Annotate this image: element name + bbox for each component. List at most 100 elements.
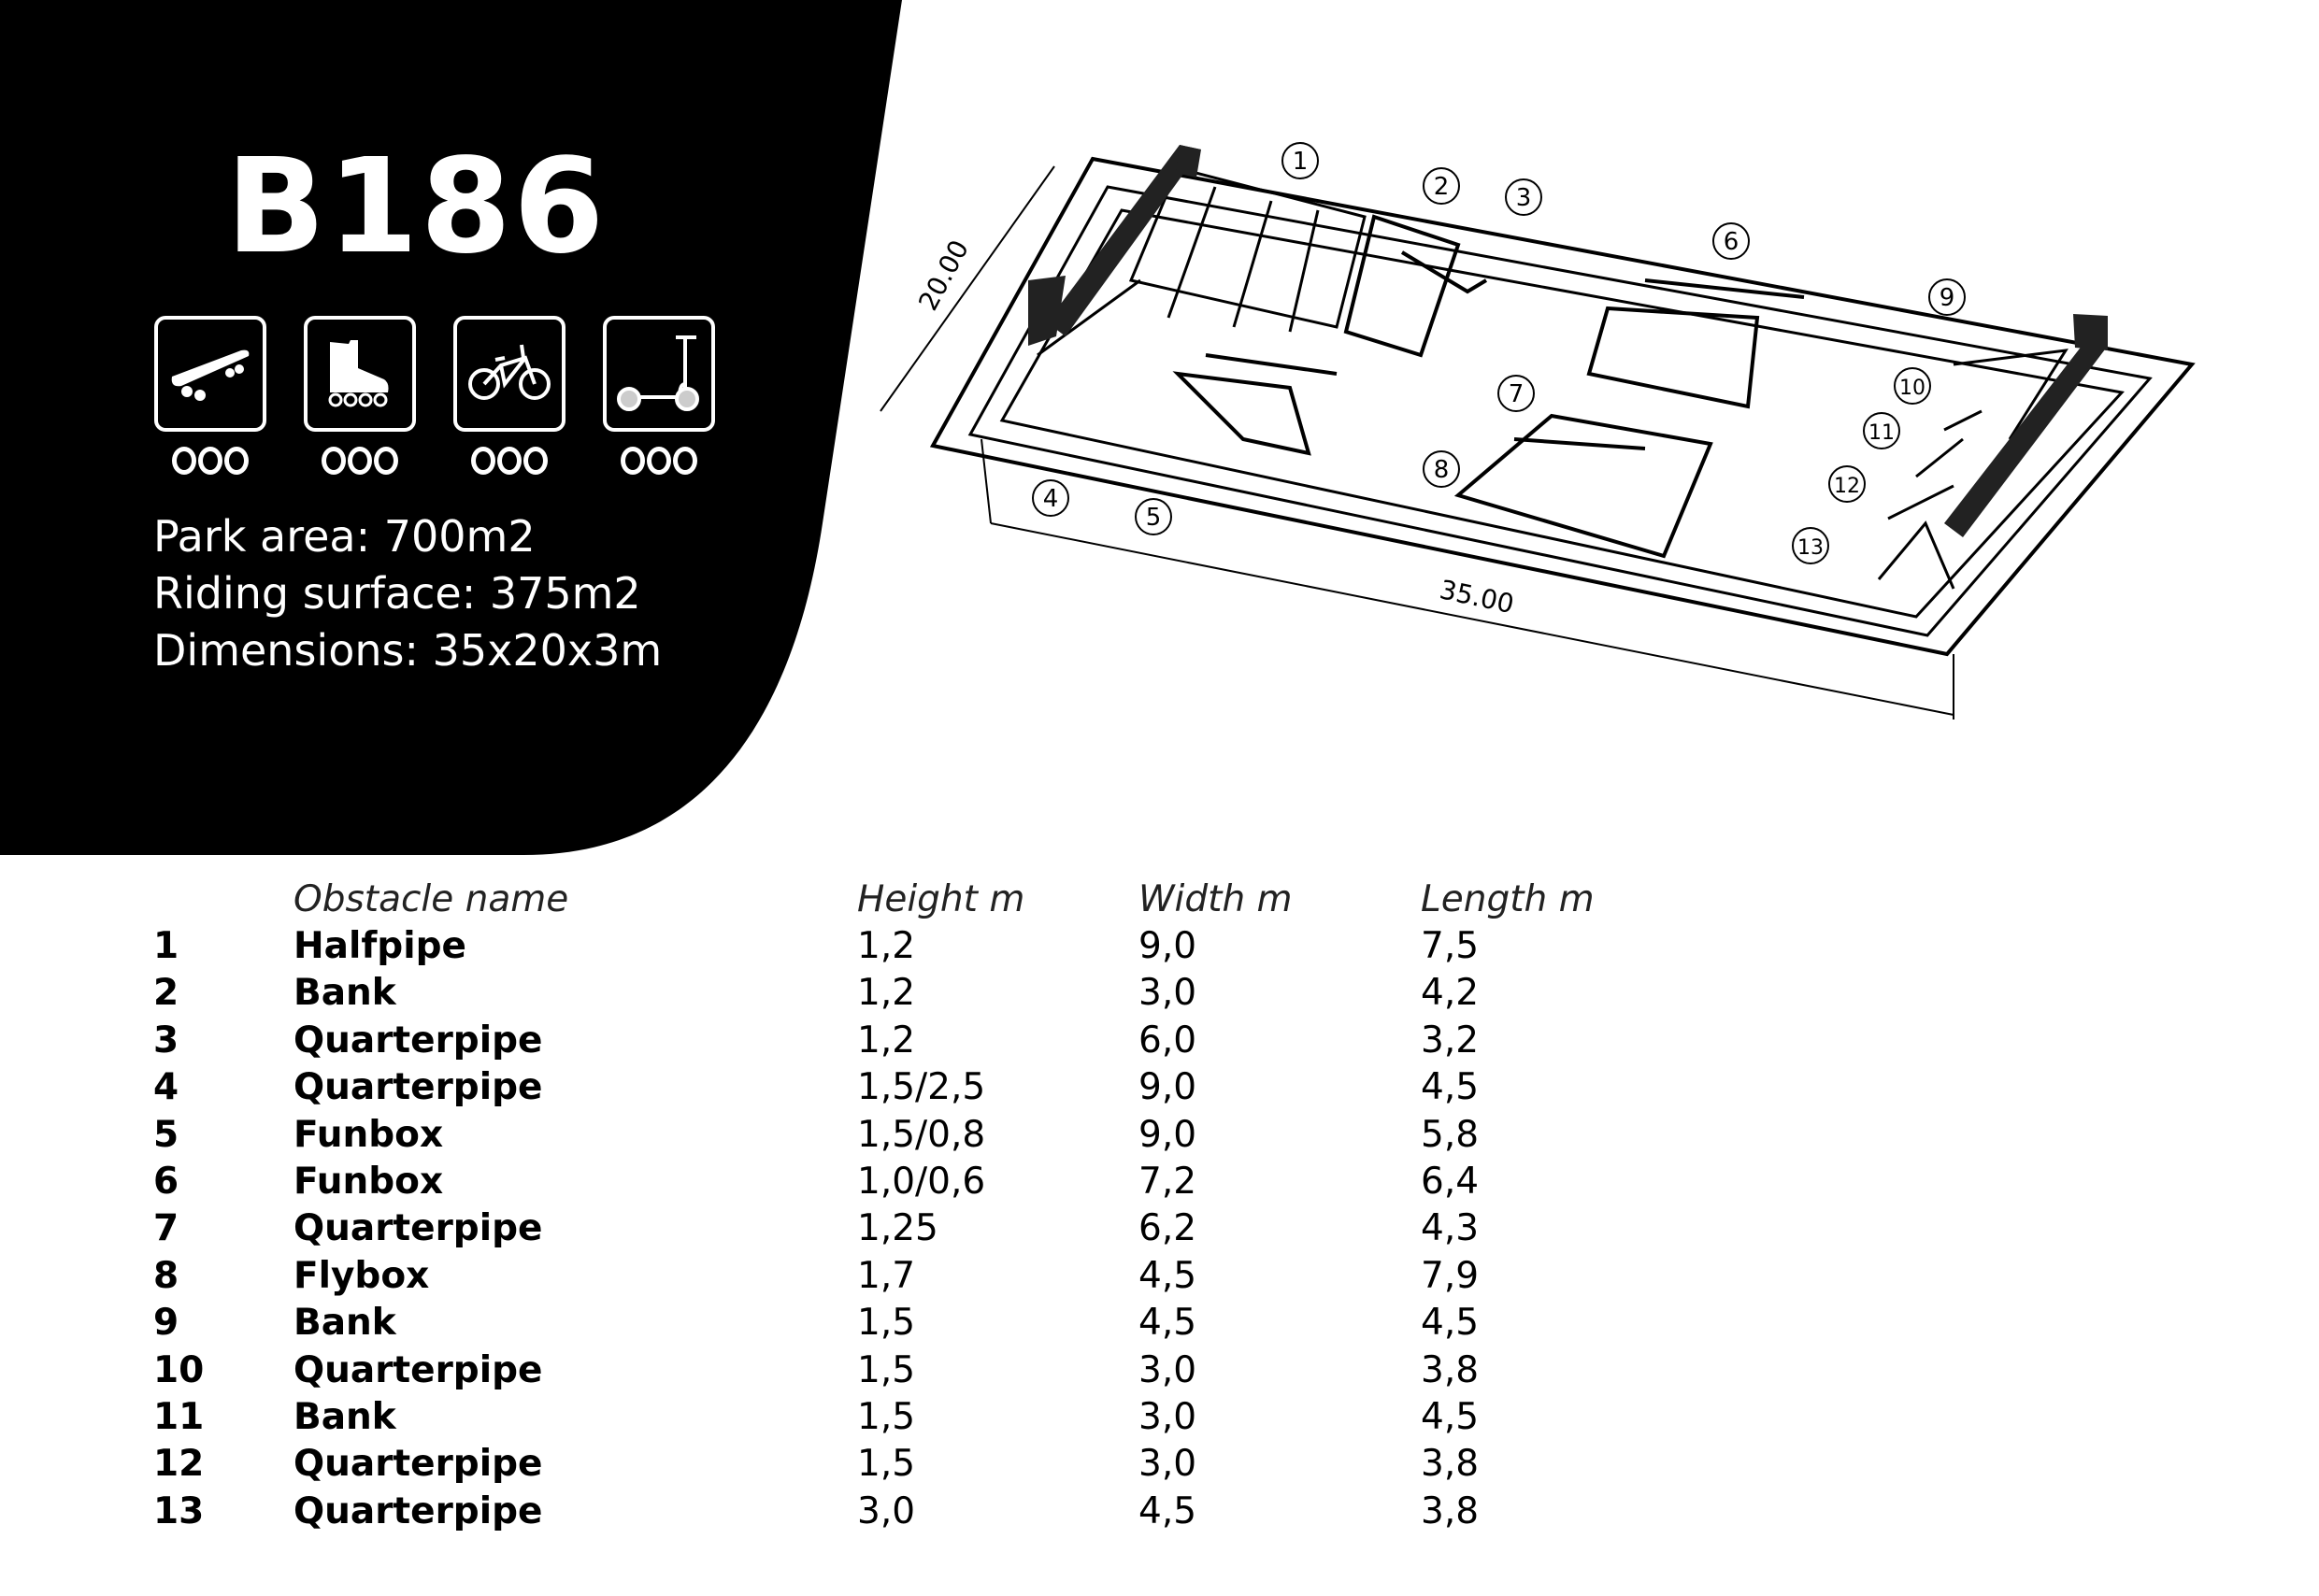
marker-label: 6 bbox=[1724, 228, 1739, 256]
obstacle-length: 4,3 bbox=[1421, 1207, 1480, 1250]
marker-label: 5 bbox=[1146, 504, 1162, 532]
obstacle-name: Quarterpipe bbox=[293, 1489, 543, 1532]
park-inner-border bbox=[967, 185, 2153, 637]
obstacle-width: 3,0 bbox=[1138, 1348, 1197, 1391]
discipline-scooter bbox=[600, 316, 718, 475]
obstacle-height: 1,0/0,6 bbox=[857, 1161, 986, 1203]
obstacle-width: 9,0 bbox=[1138, 1113, 1197, 1156]
obstacle-length: 7,9 bbox=[1421, 1254, 1480, 1297]
obstacle-length: 3,2 bbox=[1421, 1019, 1480, 1062]
discipline-bmx bbox=[451, 316, 568, 475]
obstacle-height: 1,5 bbox=[857, 1348, 916, 1391]
obstacle-width: 7,2 bbox=[1138, 1161, 1197, 1203]
obstacle-width: 3,0 bbox=[1138, 1396, 1197, 1438]
obstacle-height: 1,25 bbox=[857, 1207, 938, 1250]
obstacle-height: 1,2 bbox=[857, 925, 916, 967]
marker-label: 7 bbox=[1509, 380, 1525, 408]
obstacle-width: 9,0 bbox=[1138, 1066, 1197, 1109]
obstacle-marker-13: 13 bbox=[1792, 527, 1829, 564]
marker-label: 12 bbox=[1834, 475, 1860, 498]
obstacle-length: 4,5 bbox=[1421, 1302, 1480, 1345]
length-dimension-label: 35.00 bbox=[1437, 574, 1516, 620]
obstacle-number: 13 bbox=[153, 1489, 205, 1532]
scooter-rating bbox=[621, 447, 697, 475]
obstacle-number: 9 bbox=[153, 1302, 179, 1345]
header-width: Width m bbox=[1138, 878, 1293, 920]
header-name: Obstacle name bbox=[293, 878, 569, 920]
obstacle-name: Quarterpipe bbox=[293, 1019, 543, 1062]
discipline-skateboard bbox=[151, 316, 269, 475]
marker-label: 4 bbox=[1043, 485, 1059, 513]
marker-label: 3 bbox=[1516, 184, 1532, 212]
scooter-icon bbox=[603, 316, 715, 432]
bmx-bike-icon bbox=[453, 316, 565, 432]
obstacle-marker-6: 6 bbox=[1712, 222, 1750, 260]
obstacle-number: 8 bbox=[153, 1254, 179, 1297]
obstacle-name: Flybox bbox=[293, 1254, 430, 1297]
obstacle-name: Bank bbox=[293, 1302, 396, 1345]
inline-skate-rating bbox=[322, 447, 398, 475]
obstacle-length: 4,5 bbox=[1421, 1066, 1480, 1109]
skateboard-icon bbox=[154, 316, 266, 432]
park-info: Park area: 700m2 Riding surface: 375m2 D… bbox=[153, 508, 662, 679]
obstacle-length: 3,8 bbox=[1421, 1489, 1480, 1532]
park-outer-border bbox=[929, 156, 2196, 657]
marker-label: 8 bbox=[1434, 456, 1450, 484]
obstacle-length: 6,4 bbox=[1421, 1161, 1480, 1203]
obstacle-number: 1 bbox=[153, 925, 179, 967]
marker-label: 2 bbox=[1434, 173, 1450, 201]
obstacle-width: 3,0 bbox=[1138, 1443, 1197, 1486]
discipline-icons bbox=[151, 316, 718, 475]
marker-label: 13 bbox=[1797, 536, 1824, 560]
obstacle-number: 12 bbox=[153, 1443, 205, 1486]
obstacle-width: 4,5 bbox=[1138, 1489, 1197, 1532]
obstacle-marker-10: 10 bbox=[1894, 367, 1931, 405]
obstacle-marker-3: 3 bbox=[1505, 178, 1542, 216]
obstacle-marker-12: 12 bbox=[1828, 465, 1866, 503]
bmx-rating bbox=[471, 447, 548, 475]
riding-surface: Riding surface: 375m2 bbox=[153, 568, 641, 619]
obstacle-height: 1,5 bbox=[857, 1302, 916, 1345]
obstacle-width: 6,0 bbox=[1138, 1019, 1197, 1062]
obstacle-name: Funbox bbox=[293, 1161, 444, 1203]
obstacle-marker-5: 5 bbox=[1135, 498, 1172, 535]
obstacle-height: 1,5 bbox=[857, 1396, 916, 1438]
obstacle-length: 4,5 bbox=[1421, 1396, 1480, 1438]
marker-label: 11 bbox=[1868, 421, 1895, 445]
obstacle-length: 7,5 bbox=[1421, 925, 1480, 967]
dimensions: Dimensions: 35x20x3m bbox=[153, 625, 663, 676]
obstacle-length: 5,8 bbox=[1421, 1113, 1480, 1156]
obstacle-height: 1,7 bbox=[857, 1254, 916, 1297]
dimension-lines bbox=[880, 165, 1954, 720]
obstacle-length: 4,2 bbox=[1421, 972, 1480, 1015]
obstacle-height: 1,5 bbox=[857, 1443, 916, 1486]
obstacle-name: Bank bbox=[293, 1396, 396, 1438]
skateboard-rating bbox=[172, 447, 249, 475]
obstacle-marker-8: 8 bbox=[1423, 450, 1460, 488]
obstacle-name: Funbox bbox=[293, 1113, 444, 1156]
header-height: Height m bbox=[857, 878, 1025, 920]
obstacle-number: 3 bbox=[153, 1019, 179, 1062]
obstacle-number: 11 bbox=[153, 1396, 205, 1438]
obstacle-height: 1,5/2,5 bbox=[857, 1066, 986, 1109]
obstacle-height: 3,0 bbox=[857, 1489, 916, 1532]
obstacle-number: 7 bbox=[153, 1207, 179, 1250]
marker-label: 10 bbox=[1899, 377, 1925, 400]
obstacle-name: Quarterpipe bbox=[293, 1348, 543, 1391]
marker-label: 1 bbox=[1293, 148, 1309, 176]
obstacle-height: 1,5/0,8 bbox=[857, 1113, 986, 1156]
obstacle-marker-11: 11 bbox=[1863, 412, 1900, 449]
obstacle-name: Bank bbox=[293, 972, 396, 1015]
obstacle-number: 6 bbox=[153, 1161, 179, 1203]
marker-label: 9 bbox=[1940, 284, 1955, 312]
park-area: Park area: 700m2 bbox=[153, 511, 536, 562]
obstacle-height: 1,2 bbox=[857, 972, 916, 1015]
obstacle-width: 9,0 bbox=[1138, 925, 1197, 967]
model-title: B186 bbox=[225, 131, 607, 283]
obstacle-name: Quarterpipe bbox=[293, 1207, 543, 1250]
obstacle-height: 1,2 bbox=[857, 1019, 916, 1062]
obstacle-marker-9: 9 bbox=[1928, 278, 1966, 316]
header-length: Length m bbox=[1421, 878, 1595, 920]
